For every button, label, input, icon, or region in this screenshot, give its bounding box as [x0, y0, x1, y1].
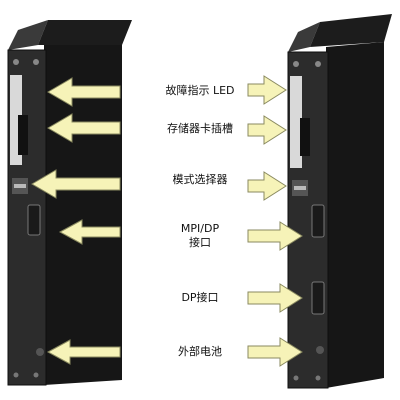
- right-mpi-dp-connector: [311, 204, 325, 238]
- right-led-strip: [290, 76, 302, 168]
- left-mpi-dp-connector: [27, 204, 41, 236]
- right-dp-connector: [311, 281, 325, 315]
- right-bottom-screw-2: [315, 375, 321, 381]
- right-arrows: [247, 75, 303, 367]
- right-bottom-screw-1: [293, 375, 299, 381]
- left-module-top-face: [8, 20, 48, 50]
- label-mpi-dp-line2: 接口: [189, 236, 211, 249]
- arrow-right-mpi-dp-interface: [247, 221, 303, 251]
- left-bottom-screw-1: [13, 372, 19, 378]
- right-mode-key: [294, 186, 306, 190]
- label-memory-card-slot: 存储器卡插槽: [167, 122, 233, 135]
- arrow-right-memory-card-slot: [247, 115, 287, 145]
- left-arrows: [31, 77, 121, 365]
- arrow-right-dp-interface: [247, 283, 303, 313]
- right-memory-card-slot: [300, 118, 310, 156]
- arrow-right-fault-led: [247, 75, 287, 105]
- left-module-top-vents: [38, 20, 132, 45]
- arrow-left-mode-selector: [31, 169, 121, 199]
- left-top-screw-1: [13, 59, 19, 65]
- left-top-screw-2: [33, 59, 39, 65]
- arrow-right-external-battery: [247, 337, 303, 367]
- left-mode-key: [14, 184, 26, 188]
- arrow-left-external-battery: [46, 339, 121, 365]
- right-cpu-module: [287, 14, 392, 389]
- left-cpu-module: [7, 20, 132, 386]
- label-fault-led: 故障指示 LED: [165, 84, 235, 97]
- right-module-top-vents: [310, 14, 392, 47]
- right-module-side-face: [326, 42, 384, 388]
- left-external-battery-socket: [36, 348, 44, 356]
- arrow-left-mpi-dp-interface: [58, 219, 121, 245]
- right-module-top-face: [288, 22, 320, 52]
- label-external-battery: 外部电池: [178, 345, 222, 358]
- left-bottom-screw-2: [33, 372, 39, 378]
- arrow-left-fault-led: [47, 77, 121, 107]
- label-mode-selector: 模式选择器: [172, 173, 228, 186]
- right-top-screw-1: [293, 61, 299, 67]
- arrow-left-memory-card-slot: [47, 113, 121, 143]
- label-mpi-dp-line1: MPI/DP: [180, 222, 220, 235]
- left-memory-card-slot: [18, 115, 28, 155]
- right-external-battery-socket: [316, 346, 324, 354]
- arrow-right-mode-selector: [247, 171, 287, 201]
- label-dp-interface: DP接口: [181, 291, 219, 304]
- label-mpi-dp-interface: MPI/DP 接口: [130, 222, 270, 250]
- right-top-screw-2: [315, 61, 321, 67]
